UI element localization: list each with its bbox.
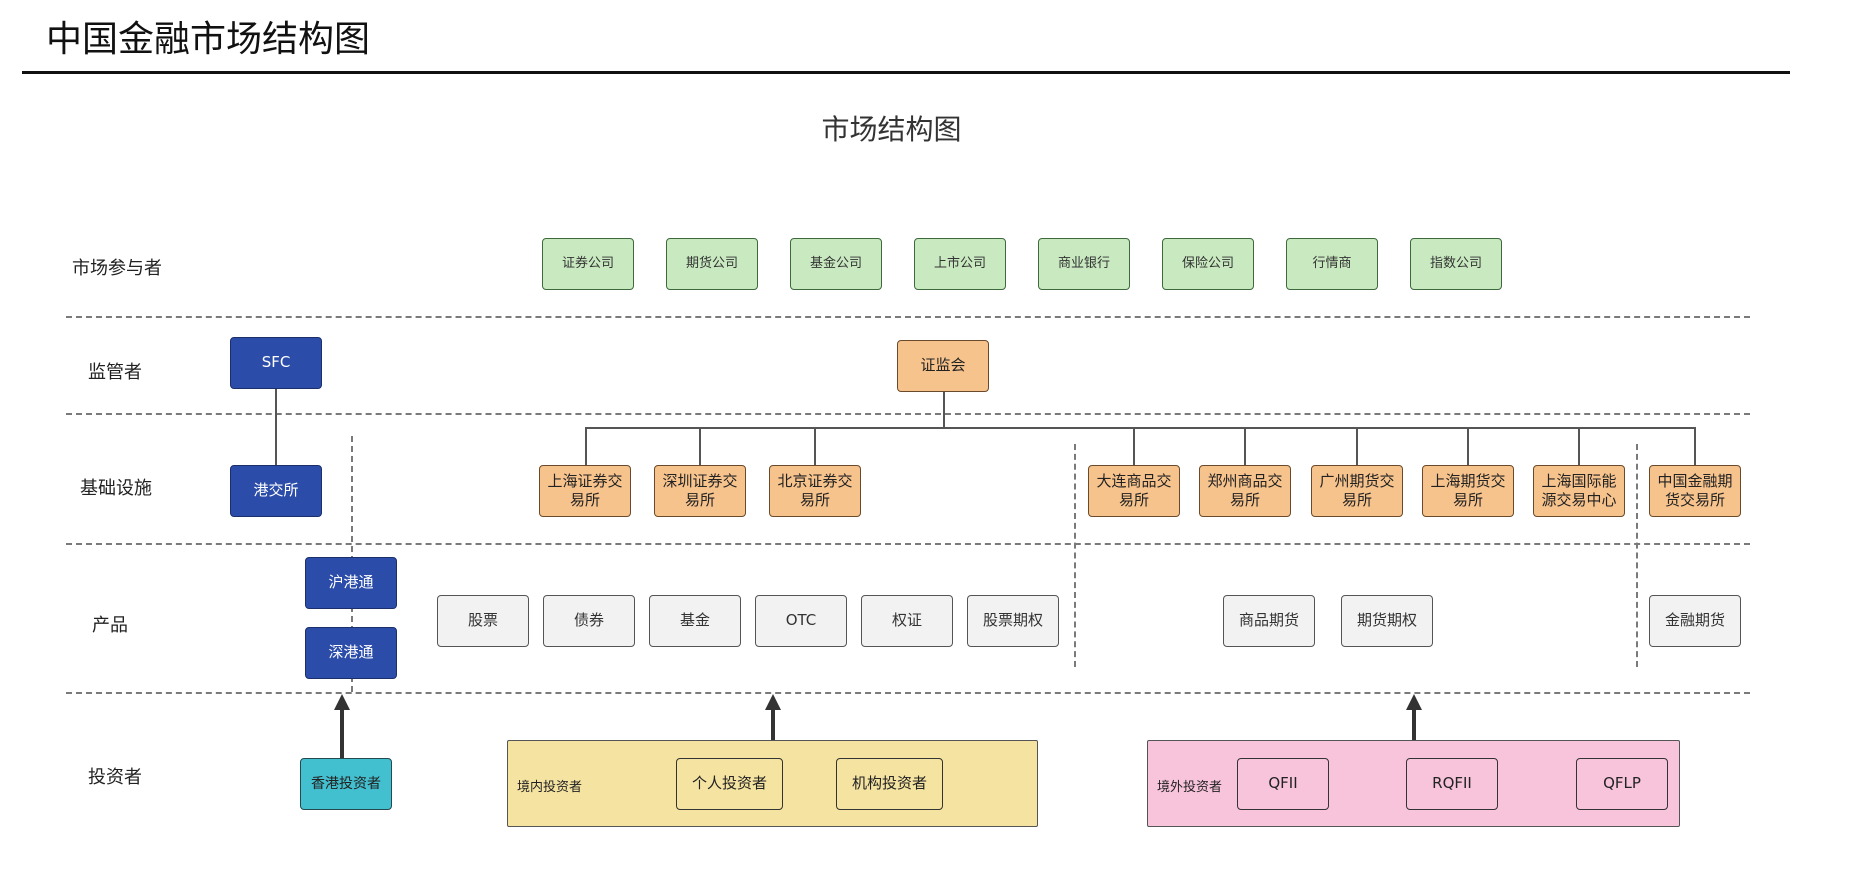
investor-box: 机构投资者	[836, 758, 943, 810]
investor-box: QFII	[1237, 758, 1329, 810]
arrow-shaft	[1412, 710, 1416, 740]
participant-box: 证券公司	[542, 238, 634, 290]
arrow-up-icon	[765, 694, 781, 710]
row-label-investors: 投资者	[88, 767, 142, 788]
infrastructure-exchange: 深圳证券交易所	[654, 465, 746, 517]
connector-line	[1356, 427, 1358, 465]
connector-line	[1467, 427, 1469, 465]
infrastructure-exchange: 郑州商品交易所	[1199, 465, 1291, 517]
participant-box: 行情商	[1286, 238, 1378, 290]
participant-box: 保险公司	[1162, 238, 1254, 290]
row-separator	[66, 692, 1750, 694]
row-label-regulators: 监管者	[88, 362, 142, 383]
row-separator	[66, 543, 1750, 545]
arrow-up-icon	[334, 694, 350, 710]
group-label: 境外投资者	[1157, 780, 1223, 795]
product-box: OTC	[755, 595, 847, 647]
connector-line	[1244, 427, 1246, 465]
investor-box: 个人投资者	[676, 758, 783, 810]
investor-hk: 香港投资者	[300, 758, 392, 810]
infrastructure-exchange: 大连商品交易所	[1088, 465, 1180, 517]
connector-line	[699, 427, 701, 465]
connector-line	[943, 392, 945, 428]
page-title: 中国金融市场结构图	[46, 19, 371, 60]
row-separator	[66, 413, 1750, 415]
product-box: 商品期货	[1223, 595, 1315, 647]
participant-box: 指数公司	[1410, 238, 1502, 290]
regulator-csrc: 证监会	[897, 340, 989, 392]
connector-line	[1578, 427, 1580, 465]
infrastructure-exchange: 上海证券交易所	[539, 465, 631, 517]
infrastructure-hkex: 港交所	[230, 465, 322, 517]
product-box: 股票	[437, 595, 529, 647]
product-box: 期货期权	[1341, 595, 1433, 647]
connector-line	[585, 427, 1696, 429]
row-label-products: 产品	[92, 615, 128, 636]
product-box: 基金	[649, 595, 741, 647]
investor-box: RQFII	[1406, 758, 1498, 810]
group-label: 境内投资者	[517, 780, 583, 795]
regulator-sfc: SFC	[230, 337, 322, 389]
row-label-participants: 市场参与者	[72, 258, 162, 279]
infrastructure-exchange: 上海期货交易所	[1422, 465, 1514, 517]
diagram-title: 市场结构图	[821, 113, 962, 146]
column-separator	[1074, 444, 1076, 667]
column-separator	[1636, 444, 1638, 667]
row-label-infrastructure: 基础设施	[80, 478, 152, 499]
arrow-up-icon	[1406, 694, 1422, 710]
infrastructure-exchange: 北京证券交易所	[769, 465, 861, 517]
investor-box: QFLP	[1576, 758, 1668, 810]
participant-box: 基金公司	[790, 238, 882, 290]
title-divider	[22, 71, 1790, 74]
connector-line	[275, 389, 277, 465]
connector-line	[1694, 427, 1696, 465]
product-box: 股票期权	[967, 595, 1059, 647]
participant-box: 上市公司	[914, 238, 1006, 290]
row-separator	[66, 316, 1750, 318]
product-box: 债券	[543, 595, 635, 647]
arrow-shaft	[340, 710, 344, 760]
infrastructure-exchange: 上海国际能源交易中心	[1533, 465, 1625, 517]
product-connect: 沪港通	[305, 557, 397, 609]
infrastructure-exchange: 中国金融期货交易所	[1649, 465, 1741, 517]
product-box: 权证	[861, 595, 953, 647]
connector-line	[814, 427, 816, 465]
arrow-shaft	[771, 710, 775, 740]
infrastructure-exchange: 广州期货交易所	[1311, 465, 1403, 517]
connector-line	[585, 427, 587, 465]
product-box: 金融期货	[1649, 595, 1741, 647]
participant-box: 期货公司	[666, 238, 758, 290]
connector-line	[1133, 427, 1135, 465]
participant-box: 商业银行	[1038, 238, 1130, 290]
product-connect: 深港通	[305, 627, 397, 679]
